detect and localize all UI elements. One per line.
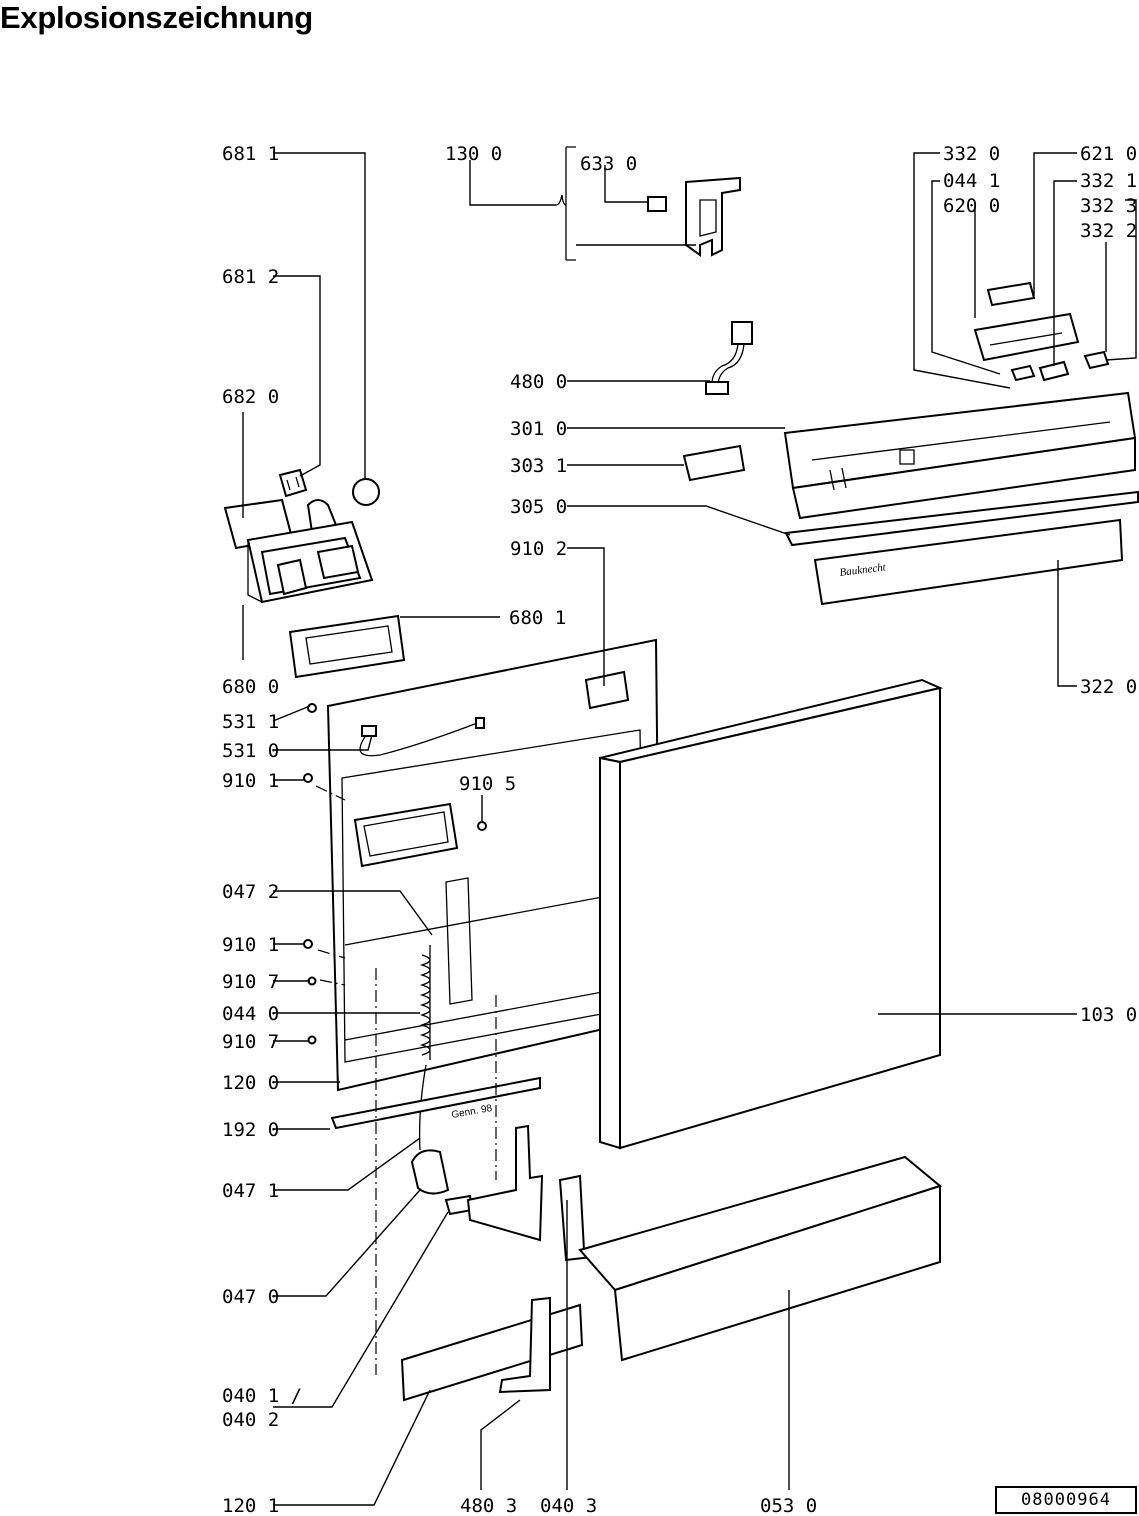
label-044-0: 044 0: [222, 1003, 279, 1025]
lower-panel: [400, 1303, 584, 1402]
label-040-3: 040 3: [540, 1495, 597, 1516]
clip-part: [278, 468, 308, 498]
label-680-0: 680 0: [222, 676, 279, 698]
panel-cover: [682, 444, 746, 482]
inner-door-panel: [326, 638, 662, 1092]
label-303-1: 303 1: [510, 455, 567, 477]
label-103-0: 103 0: [1080, 1004, 1137, 1026]
control-panel: [783, 391, 1137, 520]
label-040-1: 040 1 /: [222, 1385, 302, 1407]
label-130-0: 130 0: [445, 143, 502, 165]
label-621-0: 621 0: [1080, 143, 1137, 165]
door-lock-assembly: [555, 146, 741, 261]
door-cable: [359, 721, 481, 757]
detergent-dispenser: [223, 498, 374, 604]
label-322-0: 322 0: [1080, 676, 1137, 698]
label-681-1: 681 1: [222, 143, 279, 165]
outer-door-panel: [599, 678, 944, 1150]
label-680-1: 680 1: [509, 607, 566, 629]
label-044-1: 044 1: [943, 170, 1000, 192]
label-301-0: 301 0: [510, 418, 567, 440]
panel-rail: [784, 490, 1139, 547]
label-531-0: 531 0: [222, 740, 279, 762]
kick-plate: [578, 1155, 943, 1362]
label-332-3: 332 3: [1080, 195, 1137, 217]
brand-label: Bauknecht: [839, 561, 887, 579]
page-title: Explosionszeichnung: [0, 0, 313, 35]
label-040-2: 040 2: [222, 1409, 279, 1431]
label-480-3: 480 3: [460, 1495, 517, 1516]
label-305-0: 305 0: [510, 496, 567, 518]
label-120-1: 120 1: [222, 1495, 279, 1516]
label-910-7-bottom: 910 7: [222, 1031, 279, 1053]
label-910-5: 910 5: [459, 773, 516, 795]
label-047-2: 047 2: [222, 881, 279, 903]
front-fascia: Bauknecht: [813, 518, 1124, 606]
label-910-1-mid: 910 1: [222, 934, 279, 956]
spring-clamp: [410, 1149, 450, 1195]
cable-harness: [705, 321, 753, 395]
document-number: 08000964: [995, 1486, 1137, 1514]
control-module: [973, 281, 1110, 382]
label-192-0: 192 0: [222, 1119, 279, 1141]
label-681-2: 681 2: [222, 266, 279, 288]
date-mark: Genn. 98: [451, 1103, 494, 1121]
bottom-strip: [330, 1076, 541, 1130]
label-620-0: 620 0: [943, 195, 1000, 217]
dispenser-gasket: [288, 614, 406, 679]
label-047-1: 047 1: [222, 1180, 279, 1202]
alignment-line: [315, 785, 497, 1375]
label-332-2: 332 2: [1080, 220, 1137, 242]
part-labels: 681 1 681 2 682 0 680 0 680 1 130 0 633 …: [222, 143, 1137, 1516]
label-633-0: 633 0: [580, 153, 637, 175]
hinge-bracket: [466, 1124, 544, 1242]
label-910-2: 910 2: [510, 538, 567, 560]
knob-part: [352, 478, 380, 506]
label-047-0: 047 0: [222, 1286, 279, 1308]
label-910-7-top: 910 7: [222, 971, 279, 993]
label-682-0: 682 0: [222, 386, 279, 408]
label-120-0: 120 0: [222, 1072, 279, 1094]
label-332-0: 332 0: [943, 143, 1000, 165]
label-910-1-top: 910 1: [222, 770, 279, 792]
hinge-part: [584, 670, 630, 710]
leader-lines: [242, 152, 1137, 1506]
label-332-1: 332 1: [1080, 170, 1137, 192]
label-531-1: 531 1: [222, 711, 279, 733]
door-spring: [419, 945, 431, 1060]
support-bracket: [498, 1296, 551, 1394]
label-480-0: 480 0: [510, 371, 567, 393]
label-053-0: 053 0: [760, 1495, 817, 1516]
